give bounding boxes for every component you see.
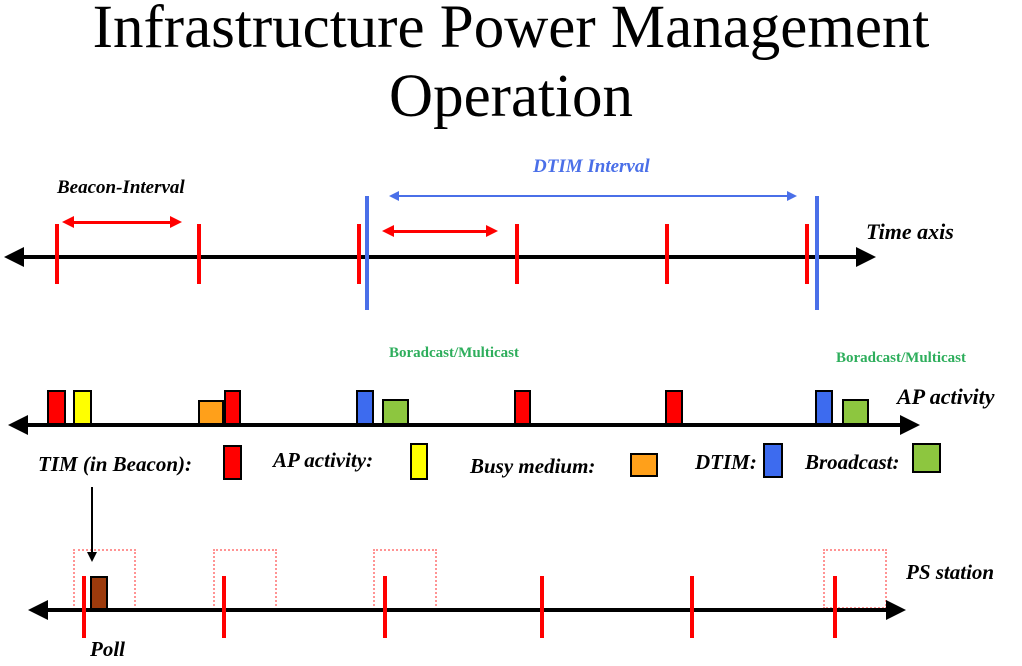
legend-swatch-blue bbox=[763, 443, 783, 478]
poll-box bbox=[90, 576, 108, 610]
ps-beacon-tick-5 bbox=[690, 576, 694, 638]
beacon-in-dtim-arrow-line bbox=[388, 229, 492, 233]
ap-green-box-10 bbox=[842, 399, 869, 425]
ap-red-box-4 bbox=[224, 390, 241, 425]
legend-swatch-green bbox=[912, 443, 941, 473]
beacon-interval-arrow-left-arrowhead bbox=[62, 216, 74, 228]
title-line-1: Infrastructure Power Management bbox=[92, 0, 930, 61]
legend-swatch-orange bbox=[630, 453, 658, 477]
beacon-tick-3 bbox=[357, 224, 361, 284]
slide-title: Infrastructure Power Management Operatio… bbox=[0, 0, 1022, 131]
beacon-in-dtim-arrow-right-arrowhead bbox=[486, 225, 498, 237]
ap-activity-axis-arrow-line bbox=[18, 423, 910, 427]
time-axis-label: Time axis bbox=[866, 219, 954, 244]
beacon-tick-5 bbox=[665, 224, 669, 284]
poll-label: Poll bbox=[90, 637, 125, 661]
ap-red-box-8 bbox=[665, 390, 683, 425]
dtim-interval-label: DTIM Interval bbox=[533, 156, 650, 177]
legend-swatch-yellow bbox=[410, 443, 428, 480]
time-axis-arrow-left-arrowhead bbox=[4, 247, 24, 267]
ap-yellow-box-2 bbox=[73, 390, 92, 425]
title-line-2: Operation bbox=[389, 63, 633, 130]
beacon-in-dtim-arrow-left-arrowhead bbox=[382, 225, 394, 237]
time-axis-arrow-right-arrowhead bbox=[856, 247, 876, 267]
ps-station-label: PS station bbox=[906, 560, 995, 584]
beacon-interval-arrow-line bbox=[68, 220, 176, 224]
ap-activity-axis-arrow-left-arrowhead bbox=[8, 415, 28, 435]
broadcast-multicast-label-1: Boradcast/Multicast bbox=[389, 345, 519, 361]
legend-label-broadcast: Broadcast: bbox=[805, 450, 900, 474]
ap-blue-box-5 bbox=[356, 390, 374, 425]
ap-red-box-7 bbox=[514, 390, 531, 425]
ps-station-axis-arrow-right-arrowhead bbox=[886, 600, 906, 620]
legend-label-dtim: DTIM: bbox=[695, 450, 757, 474]
beacon-tick-6 bbox=[805, 224, 809, 284]
dtim-interval-arrow-right-arrowhead bbox=[787, 191, 797, 201]
legend-label-ap-activity: AP activity: bbox=[273, 448, 374, 472]
tim-pointer-arrowhead bbox=[87, 552, 97, 562]
ps-beacon-tick-6 bbox=[833, 576, 837, 638]
dtim-marker-line-2 bbox=[815, 196, 819, 310]
ps-beacon-tick-4 bbox=[540, 576, 544, 638]
beacon-interval-arrow-right-arrowhead bbox=[170, 216, 182, 228]
broadcast-multicast-label-2: Boradcast/Multicast bbox=[836, 350, 966, 366]
legend-label-tim: TIM (in Beacon): bbox=[38, 452, 192, 476]
ps-station-axis-arrow-line bbox=[38, 608, 896, 612]
beacon-interval-label: Beacon-Interval bbox=[57, 177, 185, 198]
beacon-tick-2 bbox=[197, 224, 201, 284]
time-axis-arrow-line bbox=[14, 255, 866, 259]
legend-label-busy-medium: Busy medium: bbox=[470, 454, 596, 478]
ap-blue-box-9 bbox=[815, 390, 833, 425]
ap-green-box-6 bbox=[382, 399, 409, 425]
ps-beacon-tick-2 bbox=[222, 576, 226, 638]
beacon-tick-1 bbox=[55, 224, 59, 284]
ap-red-box-1 bbox=[47, 390, 66, 425]
tim-pointer-arrow-line bbox=[91, 487, 93, 554]
ap-activity-label: AP activity bbox=[897, 384, 995, 409]
dtim-interval-arrow-line bbox=[394, 195, 792, 197]
ap-orange-box-3 bbox=[198, 400, 224, 425]
dtim-marker-line-1 bbox=[365, 196, 369, 310]
ap-activity-axis-arrow-right-arrowhead bbox=[900, 415, 920, 435]
ps-beacon-tick-1 bbox=[82, 576, 86, 638]
ps-station-axis-arrow-left-arrowhead bbox=[28, 600, 48, 620]
beacon-tick-4 bbox=[515, 224, 519, 284]
ps-beacon-tick-3 bbox=[383, 576, 387, 638]
dtim-interval-arrow-left-arrowhead bbox=[389, 191, 399, 201]
legend-swatch-red bbox=[223, 445, 242, 480]
